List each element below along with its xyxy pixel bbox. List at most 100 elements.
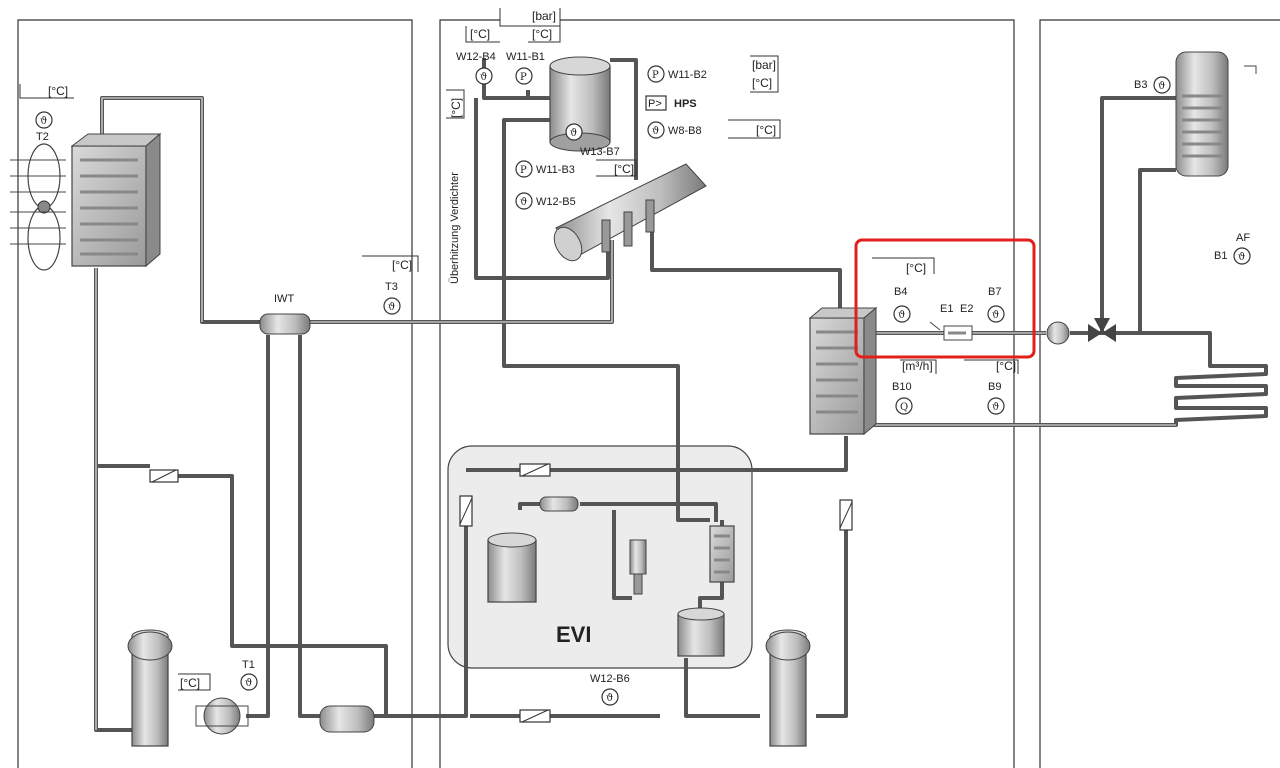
svg-text:P: P — [520, 165, 527, 176]
sensor-w12b4-icon: ϑ — [475, 67, 493, 85]
sensor-w12b6-icon: ϑ — [601, 688, 619, 706]
unit-t1: [°C] — [180, 676, 200, 690]
label-b10: B10 — [892, 381, 912, 393]
unit-c-vertical: [°C] — [449, 98, 463, 118]
svg-text:ϑ: ϑ — [606, 693, 613, 704]
label-hps: HPS — [674, 98, 697, 110]
unit-bar-top: [bar] — [532, 9, 556, 23]
unit-c-w11b3: [°C] — [614, 162, 634, 176]
component-labels: T2 [°C] IWT T3 [°C] T1 [°C] [bar] [°C] [… — [36, 9, 1250, 690]
label-w12b6: W12-B6 — [590, 673, 630, 685]
svg-text:ϑ: ϑ — [898, 310, 905, 321]
unit-c-b9: [°C] — [996, 359, 1016, 373]
label-w11b2: W11-B2 — [668, 69, 707, 81]
heating-pump — [1046, 321, 1070, 345]
sensors: ϑ ϑ ϑ P P P> ϑ ϑ P ϑ ϑ ϑ Q ϑ ϑ ϑ ϑ ϑ — [35, 65, 1251, 706]
label-b9: B9 — [988, 381, 1001, 393]
label-w12b5: W12-B5 — [536, 196, 576, 208]
unit-bar-w11b2: [bar] — [752, 58, 776, 72]
pump-left — [195, 697, 249, 735]
three-way-valve — [1088, 318, 1116, 342]
label-iwt: IWT — [274, 293, 294, 305]
sensor-w11b3-icon: P — [515, 160, 533, 178]
sensor-b4-icon: ϑ — [893, 305, 911, 323]
outdoor-evaporator — [70, 132, 162, 268]
sensor-t3-icon: ϑ — [383, 297, 401, 315]
label-t3: T3 — [385, 281, 398, 293]
label-w11b1: W11-B1 — [506, 51, 545, 63]
svg-text:ϑ: ϑ — [570, 128, 577, 139]
label-af: AF — [1236, 232, 1250, 244]
sensor-b3-icon: ϑ — [1153, 76, 1171, 94]
label-vertical: Überhitzung Verdichter — [449, 172, 461, 284]
unit-brackets — [19, 8, 1019, 691]
fan-icon — [10, 143, 66, 271]
label-t2: T2 — [36, 131, 49, 143]
collector-tank — [319, 705, 375, 733]
label-w13b7: W13-B7 — [580, 146, 620, 158]
svg-text:ϑ: ϑ — [40, 116, 47, 127]
svg-text:ϑ: ϑ — [992, 402, 999, 413]
pipework-highlights — [95, 97, 1176, 730]
unit-c-b4: [°C] — [906, 261, 926, 275]
svg-text:ϑ: ϑ — [520, 197, 527, 208]
unit-m3h-b10: [m³/h] — [902, 359, 933, 373]
label-e2: E2 — [960, 303, 973, 315]
svg-text:ϑ: ϑ — [652, 126, 659, 137]
unit-c-w11b2: [°C] — [752, 76, 772, 90]
check-valves — [149, 463, 853, 723]
svg-text:ϑ: ϑ — [992, 310, 999, 321]
unit-c-top-left: [°C] — [470, 27, 490, 41]
sensor-w13b7-icon: ϑ — [565, 123, 583, 141]
label-b4: B4 — [894, 286, 907, 298]
label-w12b4: W12-B4 — [456, 51, 496, 63]
evi-filter — [539, 496, 579, 512]
unit-c-w8b8: [°C] — [756, 123, 776, 137]
compressor-right — [765, 629, 811, 747]
svg-text:ϑ: ϑ — [1158, 81, 1165, 92]
sensor-w8b8-icon: ϑ — [647, 121, 665, 139]
svg-text:P: P — [520, 72, 527, 83]
sensor-t1-icon: ϑ — [240, 673, 258, 691]
label-e1: E1 — [940, 303, 953, 315]
svg-text:ϑ: ϑ — [1238, 252, 1245, 263]
sensor-b7-icon: ϑ — [987, 305, 1005, 323]
sensor-w11b1-icon: P — [515, 67, 533, 85]
label-b7: B7 — [988, 286, 1001, 298]
sensor-b1-icon: ϑ — [1233, 247, 1251, 265]
sensor-w11b2-icon: P — [647, 65, 665, 83]
unit-t3: [°C] — [392, 258, 412, 272]
svg-text:ϑ: ϑ — [245, 678, 252, 689]
unit-c-top-right: [°C] — [532, 27, 552, 41]
highlight-box — [854, 238, 1036, 359]
iwt-exchanger — [259, 313, 311, 335]
label-b3: B3 — [1134, 79, 1147, 91]
sensor-t2-icon: ϑ — [35, 111, 53, 129]
svg-text:P>: P> — [648, 98, 662, 110]
section-frames — [17, 19, 1280, 768]
oil-separator — [549, 56, 611, 152]
pipework — [94, 58, 1268, 732]
label-w11b3: W11-B3 — [536, 164, 575, 176]
evi-receiver — [487, 532, 537, 603]
label-b1: B1 — [1214, 250, 1227, 262]
unit-t2: [°C] — [48, 84, 68, 98]
evi-expansion-valve — [629, 539, 647, 595]
svg-text:Q: Q — [900, 402, 908, 413]
evi-exchanger — [709, 525, 735, 583]
compressor-horizontal — [553, 163, 707, 262]
svg-text:P: P — [652, 70, 659, 81]
label-w8b8: W8-B8 — [668, 125, 702, 137]
svg-text:ϑ: ϑ — [388, 302, 395, 313]
pressure-switch-hps-icon: P> — [645, 95, 667, 111]
sensor-w12b5-icon: ϑ — [515, 192, 533, 210]
plate-condenser — [808, 306, 878, 436]
svg-text:ϑ: ϑ — [480, 72, 487, 83]
compressor-left — [127, 629, 173, 747]
evi-accumulator — [677, 607, 725, 657]
dhw-tank — [1175, 51, 1229, 177]
label-t1: T1 — [242, 659, 255, 671]
sensor-b10-icon: Q — [895, 397, 913, 415]
shower-icon — [1244, 65, 1257, 74]
